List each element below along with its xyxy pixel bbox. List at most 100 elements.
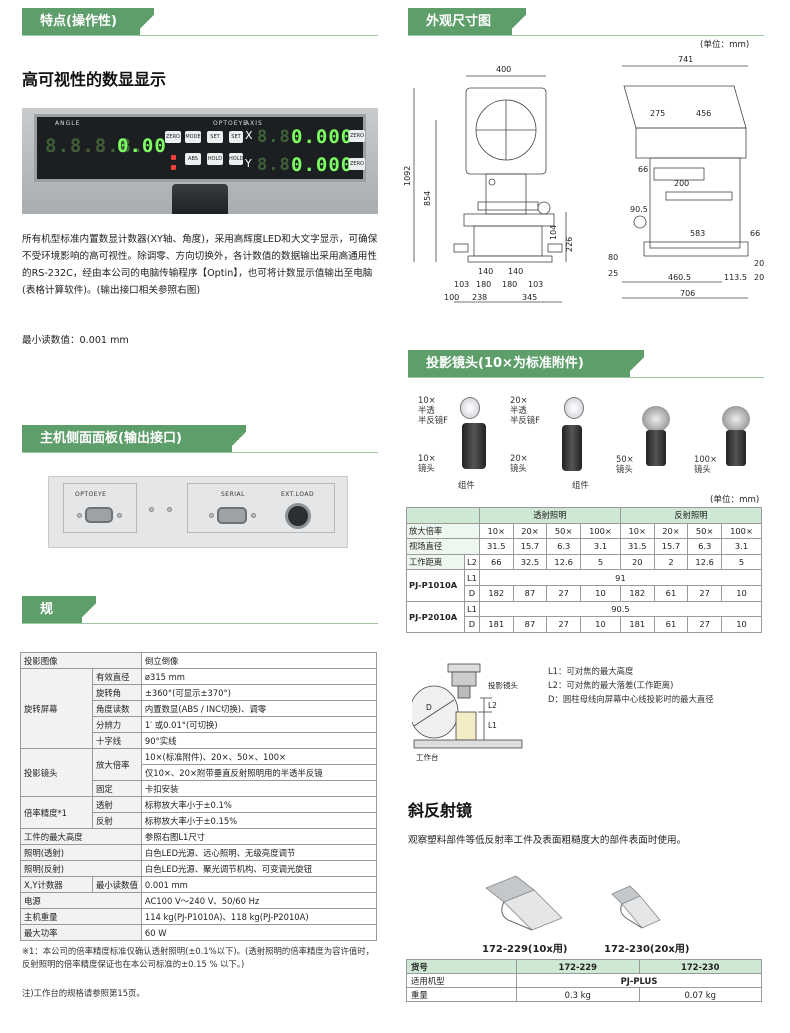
optoeye-port[interactable] xyxy=(85,507,113,523)
angle-readout: 0.00 xyxy=(117,135,167,157)
dim-label: 706 xyxy=(680,289,695,298)
dim-label: 140 xyxy=(508,267,523,276)
table-row: 适用机型 PJ-PLUS xyxy=(406,973,762,988)
mirror-20x-image xyxy=(611,885,661,929)
x-zero-button[interactable]: ZERO xyxy=(349,130,365,142)
mirror-title: 斜反射镜 xyxy=(408,801,473,820)
screw xyxy=(167,507,172,512)
table-row: 工件的最大高度参照右图L1尺寸 xyxy=(20,828,378,845)
svg-text:L2: L2 xyxy=(488,701,497,710)
lens-table: 透射照明 反射照明 放大倍率 10×20×50×100× 10×20×50×10… xyxy=(406,507,763,633)
projector-column xyxy=(172,184,228,214)
dim-label: 66 xyxy=(638,165,648,174)
dimension-drawing: 400 1092 854 226 104 140 140 103 180 180… xyxy=(404,55,764,303)
screw xyxy=(149,507,154,512)
lens-item-100x: 100×镜头 xyxy=(694,400,764,480)
features-description: 所有机型标准内置数显计数器(XY轴、角度)，采用高辉度LED和大文字显示，可确保… xyxy=(22,234,378,296)
display-photo: ANGLE OPTOEYE AXIS 8.8.8.8. 0.00 ZERO MO… xyxy=(22,108,378,214)
dim-label: 1092 xyxy=(404,166,412,186)
divider xyxy=(22,35,378,36)
set-button[interactable]: SET xyxy=(207,131,223,143)
lens-icon xyxy=(722,406,750,432)
dim-label: 400 xyxy=(496,65,511,74)
focus-legend: L1：可对焦的最大高度 L2：可对焦的最大落差(工作距离) D：圆柱母线向屏幕中… xyxy=(548,666,714,704)
table-row: 照明(反射)白色LED光源、聚光调节机构、可变调光旋钮 xyxy=(20,860,378,877)
side-panel-photo: OPTOEYE SERIAL EXT.LOAD xyxy=(48,476,348,548)
lens-item-20x: 20×半透半反镜F 20×镜头 组件 xyxy=(510,395,589,490)
mirror-table: 货号 172-229 172-230 适用机型 PJ-PLUS 重量 0.3 k… xyxy=(406,959,762,1002)
hold-button-2[interactable]: HOLD xyxy=(229,153,243,165)
dim-label: 140 xyxy=(478,267,493,276)
lens-header: 投影镜头(10×为标准附件) xyxy=(408,350,644,378)
table-row: 透射照明 反射照明 xyxy=(406,507,763,524)
min-reading: 最小读数值：0.001 mm xyxy=(22,335,129,346)
lens-body xyxy=(726,430,746,466)
display-panel: ANGLE OPTOEYE AXIS 8.8.8.8. 0.00 ZERO MO… xyxy=(34,114,366,182)
y-zero-button[interactable]: ZERO xyxy=(349,158,365,170)
lens-item-10x: 10×半透半反镜F 10×镜头 组件 xyxy=(418,395,504,495)
dim-label: 100 xyxy=(444,293,459,302)
serial-port[interactable] xyxy=(217,507,247,524)
dim-label: 275 xyxy=(650,109,665,118)
hold-button[interactable]: HOLD xyxy=(207,153,223,165)
dim-label: 90.5 xyxy=(630,205,648,214)
lens-body xyxy=(646,430,666,466)
focus-diagram: 投影镜头 D L2 L1 工作台 xyxy=(412,663,523,762)
zero-button[interactable]: ZERO xyxy=(165,131,181,143)
mirror-10x-image xyxy=(485,875,563,931)
dim-label: 741 xyxy=(678,55,693,64)
table-row: 照明(透射)白色LED光源、远心照明、无级亮度调节 xyxy=(20,844,378,861)
interface-frame xyxy=(187,483,335,533)
divider xyxy=(22,452,378,453)
spec-header: 规格 xyxy=(22,596,96,645)
half-mirror-icon xyxy=(564,397,584,419)
dim-label: 238 xyxy=(472,293,487,302)
dim-label: 25 xyxy=(608,269,618,278)
dim-label: 20 xyxy=(754,273,764,282)
dim-label: 583 xyxy=(690,229,705,238)
divider xyxy=(408,377,764,378)
table-row: 重量 0.3 kg 0.07 kg xyxy=(406,987,762,1002)
side-panel-header: 主机侧面面板(输出接口) xyxy=(22,425,246,453)
dim-label: 20 xyxy=(754,259,764,268)
status-led xyxy=(171,155,176,160)
abs-inc-button[interactable]: ABS xyxy=(185,153,201,165)
mirror-caption-10x: 172-229(10x用) xyxy=(482,944,568,955)
lens-icon xyxy=(642,406,670,432)
screw xyxy=(117,513,122,518)
mirror-description: 观察塑料部件等低反射率工件及表面粗糙度大的部件表面时使用。 xyxy=(408,835,687,846)
mode-button[interactable]: MODE xyxy=(185,131,201,143)
dims-header: 外观尺寸图 xyxy=(408,8,526,36)
dim-label: 103 xyxy=(528,280,543,289)
dim-label: 456 xyxy=(696,109,711,118)
set-button-2[interactable]: SET xyxy=(229,131,243,143)
lens-item-50x: 50×镜头 xyxy=(616,400,686,480)
table-row: 投影图像倒立倒像 xyxy=(20,652,378,669)
screw xyxy=(251,513,256,518)
svg-text:工作台: 工作台 xyxy=(416,752,439,762)
divider xyxy=(408,35,764,36)
ext-load-port[interactable] xyxy=(285,503,311,529)
dim-label: 104 xyxy=(549,225,558,240)
divider xyxy=(22,623,378,624)
dim-label: 180 xyxy=(502,280,517,289)
mirror-caption-20x: 172-230(20x用) xyxy=(604,944,690,955)
dim-label: 66 xyxy=(750,229,760,238)
screw xyxy=(77,513,82,518)
features-title: 高可视性的数显显示 xyxy=(22,70,167,89)
spec-note-1: ※1：本公司的倍率精度标准仅确认透射照明(±0.1%以下)。(透射照明的倍率精度… xyxy=(22,946,374,969)
status-led xyxy=(171,165,176,170)
dim-label: 854 xyxy=(423,191,432,206)
